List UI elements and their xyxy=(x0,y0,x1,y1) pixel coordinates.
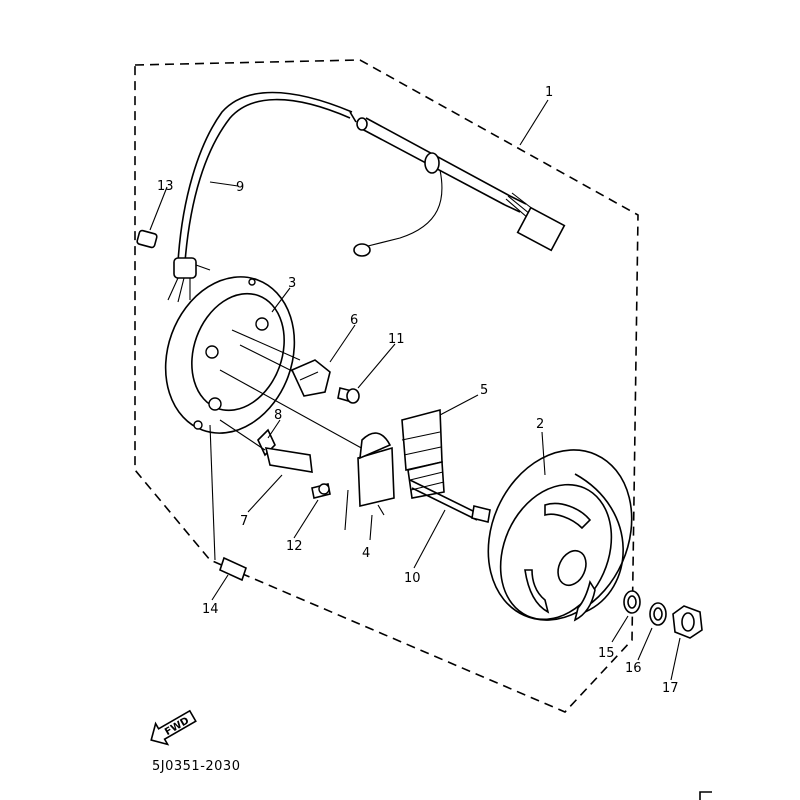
callout-15: 15 xyxy=(598,646,615,661)
leader-lines xyxy=(149,99,681,681)
callout-12: 12 xyxy=(286,539,303,554)
callout-10: 10 xyxy=(404,571,421,586)
stator-base-plate xyxy=(164,276,296,434)
assembly-boundary xyxy=(134,59,639,713)
callout-13: 13 xyxy=(157,179,174,194)
callout-14: 14 xyxy=(202,602,219,617)
rotor-flywheel xyxy=(487,449,633,622)
charging-coils xyxy=(219,369,445,531)
stator-lead-cable xyxy=(353,117,566,257)
callout-17: 17 xyxy=(662,681,679,696)
callout-3: 3 xyxy=(288,276,296,291)
drawing-code: 5J0351-2030 xyxy=(152,759,240,774)
callout-6: 6 xyxy=(350,313,358,328)
callout-16: 16 xyxy=(625,661,642,676)
callout-1: 1 xyxy=(545,85,553,100)
fwd-arrow: FWD xyxy=(150,709,197,746)
screw-13 xyxy=(136,229,158,249)
callout-11: 11 xyxy=(388,332,405,347)
callout-5: 5 xyxy=(480,383,488,398)
callout-labels: 1 2 3 4 5 6 7 8 9 10 11 12 13 14 15 16 1… xyxy=(157,85,679,696)
callout-2: 2 xyxy=(536,417,544,432)
washers-and-nut xyxy=(623,590,703,639)
callout-7: 7 xyxy=(240,514,248,529)
pickup-coil-assembly xyxy=(231,329,360,404)
callout-8: 8 xyxy=(274,408,282,423)
callout-4: 4 xyxy=(362,546,370,561)
lighting-coil-assembly xyxy=(219,419,331,499)
corner-mark xyxy=(699,791,712,800)
screw-14 xyxy=(209,424,247,582)
wire-harness xyxy=(167,91,357,303)
callout-9: 9 xyxy=(236,180,244,195)
long-bolt xyxy=(409,479,491,523)
